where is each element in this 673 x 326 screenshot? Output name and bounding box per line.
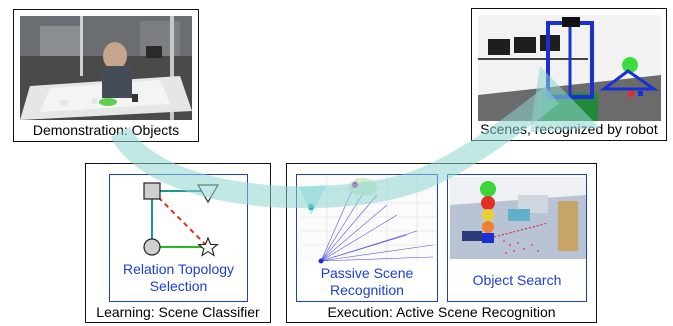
passive-scene-box: Passive Scene Recognition [296, 174, 438, 302]
square-node [143, 182, 161, 200]
scenes-panel: Scenes, recognized by robot [471, 8, 667, 141]
relation-topology-label-line2: Selection [149, 278, 208, 294]
passive-scene-label-line2: Recognition [330, 282, 404, 298]
object-search-box: Object Search [447, 174, 587, 302]
relation-topology-label-line1: Relation Topology [122, 261, 235, 277]
execution-caption: Execution: Active Scene Recognition [327, 304, 556, 320]
robot-scene-render [478, 15, 661, 121]
object-search-label: Object Search [472, 272, 562, 288]
learning-caption: Learning: Scene Classifier [96, 304, 260, 320]
execution-panel: Passive Scene Recognition Object Search … [286, 163, 597, 323]
triangle-node [196, 184, 220, 204]
scenes-caption: Scenes, recognized by robot [480, 121, 658, 137]
circle-node [143, 238, 161, 256]
passive-scene-label-line1: Passive Scene [320, 265, 414, 281]
learning-panel: Relation Topology Selection Learning: Sc… [85, 163, 271, 323]
demonstration-caption: Demonstration: Objects [32, 122, 180, 138]
demonstration-panel: Demonstration: Objects [13, 9, 199, 142]
relation-topology-box: Relation Topology Selection [109, 174, 248, 302]
demonstration-photo [20, 16, 192, 120]
star-node [197, 236, 219, 257]
